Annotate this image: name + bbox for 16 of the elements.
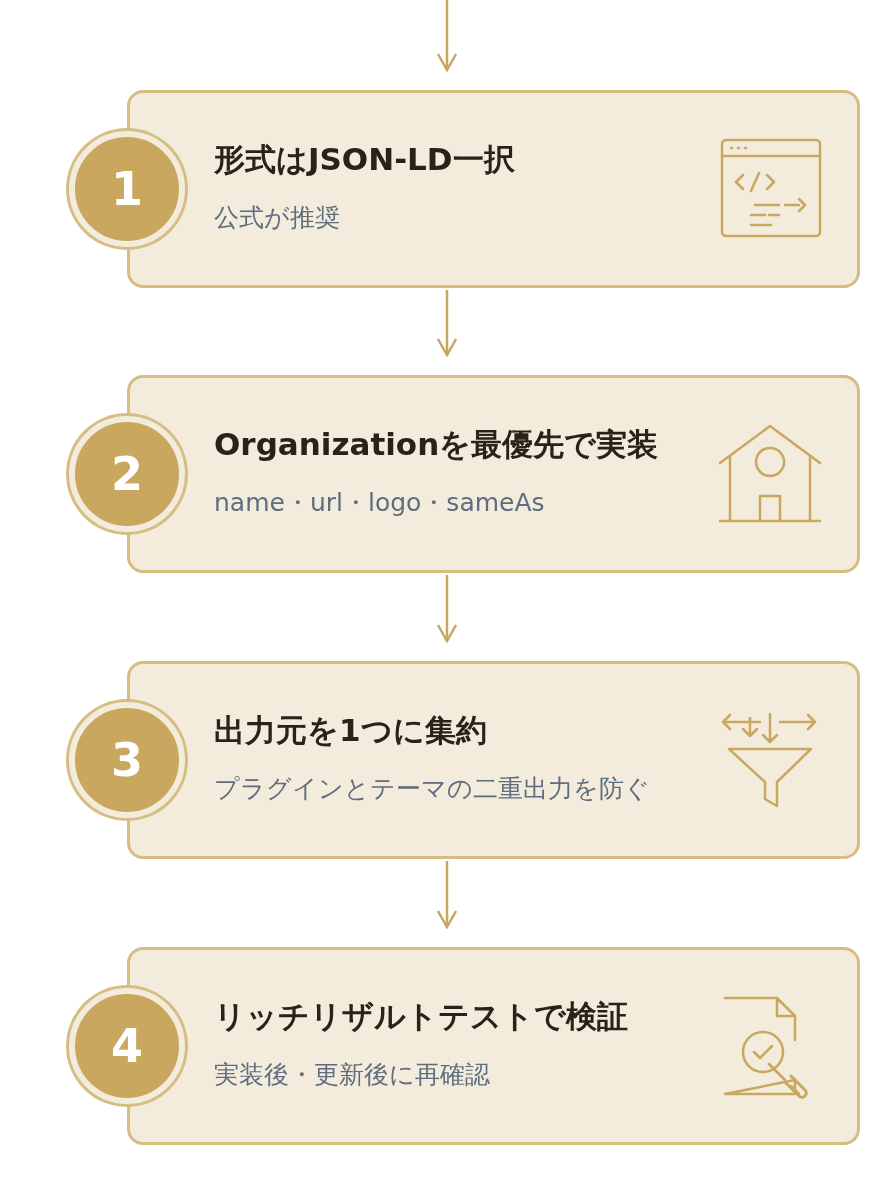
step-title: リッチリザルトテストで検証 [214,998,629,1036]
step-description: 実装後・更新後に再確認 [214,1060,491,1090]
step-title: Organizationを最優先で実装 [214,426,660,464]
step-number-circle: 2 [69,416,185,532]
arrow [436,0,458,72]
step-description: プラグインとテーマの二重出力を防ぐ [214,774,651,804]
step-description: 公式が推奨 [214,203,341,233]
step-description: name・url・logo・sameAs [214,488,546,518]
step-number-circle: 4 [69,988,185,1104]
arrow [436,290,458,357]
step-title: 出力元を1つに集約 [214,712,488,750]
arrow [436,861,458,929]
arrow [436,575,458,643]
step-number-circle: 1 [69,131,185,247]
step-title: 形式はJSON-LD一択 [214,141,516,179]
step-number-circle: 3 [69,702,185,818]
